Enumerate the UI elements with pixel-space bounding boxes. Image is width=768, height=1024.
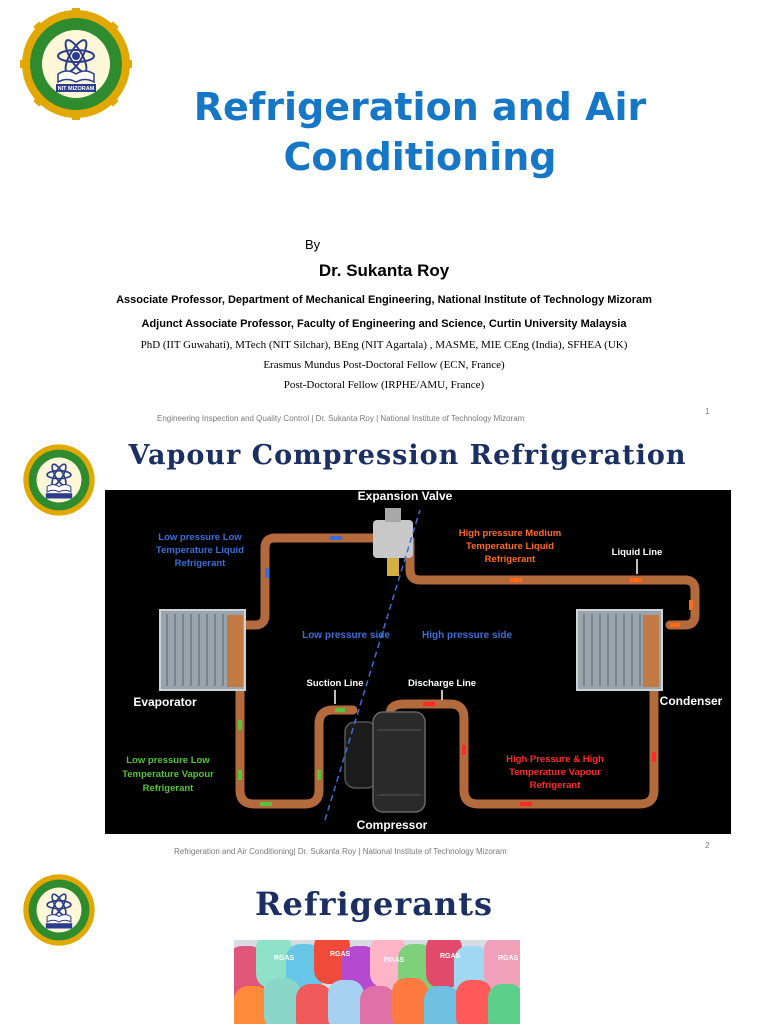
hp-vapour-line2: Temperature Vapour <box>509 767 601 778</box>
evaporator-coil-icon <box>160 610 245 690</box>
slide-2-title: Vapour Compression Refrigeration <box>110 440 705 471</box>
hp-liquid-line3: Refrigerant <box>485 554 537 565</box>
lp-vapour-line1: Low pressure Low <box>126 755 210 766</box>
affiliation-1: Associate Professor, Department of Mecha… <box>0 294 768 306</box>
suction-line-label: Suction Line <box>307 678 364 689</box>
hp-vapour-line1: High Pressure & High <box>506 754 604 765</box>
liquid-line-label: Liquid Line <box>612 547 663 558</box>
lp-vapour-line2: Temperature Vapour <box>122 769 214 780</box>
author-name: Dr. Sukanta Roy <box>0 261 768 281</box>
expansion-valve-label: Expansion Valve <box>358 490 453 503</box>
hp-vapour-line3: Refrigerant <box>530 780 582 791</box>
discharge-line-label: Discharge Line <box>408 678 476 689</box>
logo-name: NIT MIZORAM <box>58 86 95 92</box>
slide-title-line2: Conditioning <box>160 132 680 182</box>
affiliation-2: Adjunct Associate Professor, Faculty of … <box>0 318 768 330</box>
slide-footer: Engineering Inspection and Quality Contr… <box>157 414 524 423</box>
page-number: 1 <box>705 407 709 416</box>
slide-1: NIT MIZORAM Refrigeration and Air Condit… <box>0 0 768 430</box>
compressor-icon <box>345 712 425 812</box>
cylinder-label: RGAS <box>274 955 295 962</box>
cylinder-label: RGAS <box>498 955 519 962</box>
nit-mizoram-logo <box>22 873 96 947</box>
refrigerant-cylinders-photo: RGAS RGAS RGAS RGAS RGAS <box>234 940 520 1024</box>
slide-title: Refrigeration and Air Conditioning <box>160 82 680 182</box>
vapour-compression-diagram: Expansion Valve Low pressure Low Tempera… <box>105 490 731 834</box>
hp-liquid-line2: Temperature Liquid <box>466 541 554 552</box>
high-pressure-side-label: High pressure side <box>422 630 512 641</box>
lp-vapour-line3: Refrigerant <box>143 783 195 794</box>
hp-liquid-line1: High pressure Medium <box>459 528 561 539</box>
condenser-label: Condenser <box>660 694 723 708</box>
postdoc-2: Post-Doctoral Fellow (IRPHE/AMU, France) <box>0 379 768 391</box>
gas-cylinder-icon <box>234 940 520 1024</box>
postdoc-1: Erasmus Mundus Post-Doctoral Fellow (ECN… <box>0 359 768 371</box>
by-label: By <box>305 237 320 252</box>
nit-mizoram-logo: NIT MIZORAM <box>20 8 132 120</box>
nit-mizoram-logo <box>22 443 96 517</box>
lp-liquid-line1: Low pressure Low <box>158 532 242 543</box>
condenser-coil-icon <box>577 610 662 690</box>
cylinder-label: RGAS <box>384 957 405 964</box>
slide-title-line1: Refrigeration and Air <box>160 82 680 132</box>
qualifications: PhD (IIT Guwahati), MTech (NIT Silchar),… <box>0 339 768 351</box>
lp-liquid-line3: Refrigerant <box>175 558 227 569</box>
slide-2-page-number: 2 <box>705 841 709 850</box>
lp-liquid-line2: Temperature Liquid <box>156 545 244 556</box>
slide-3-title: Refrigerants <box>200 885 548 923</box>
evaporator-label: Evaporator <box>133 695 197 709</box>
cylinder-label: RGAS <box>330 951 351 958</box>
compressor-label: Compressor <box>357 818 428 832</box>
low-pressure-side-label: Low pressure side <box>302 630 390 641</box>
slide-2-footer: Refrigeration and Air Conditioning| Dr. … <box>174 847 507 856</box>
cylinder-label: RGAS <box>440 953 461 960</box>
